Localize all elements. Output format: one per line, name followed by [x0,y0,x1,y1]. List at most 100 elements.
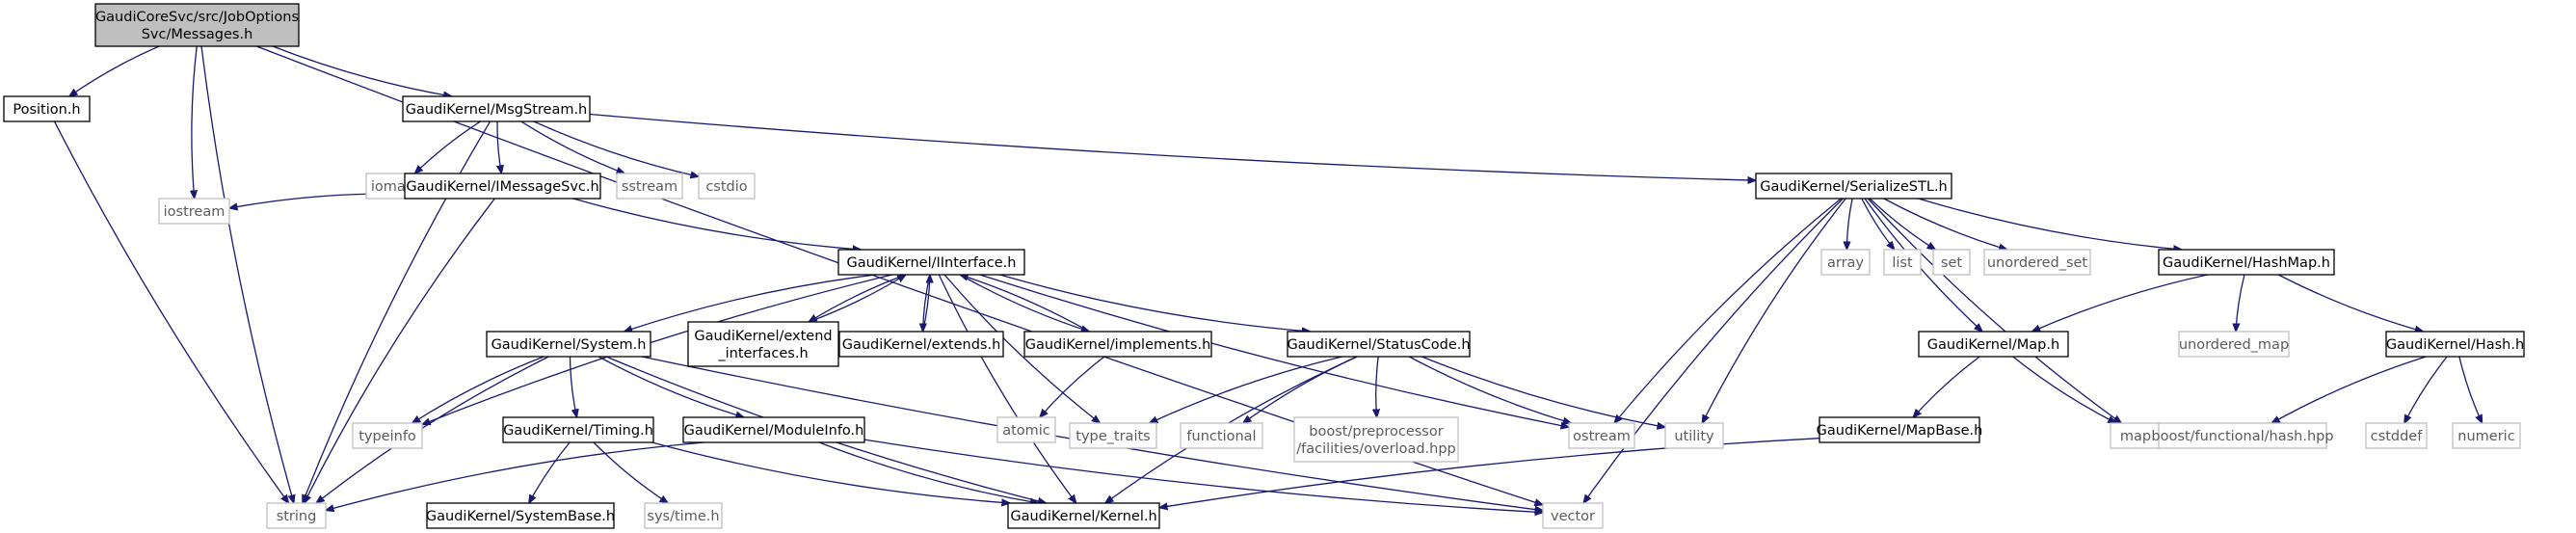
node-label: GaudiKernel/Timing.h [503,423,653,439]
edge-system-to-moduleinfo [598,356,744,417]
edge-msgstream-to-sstream [520,120,624,173]
edge-mapbase-to-kernel [1159,438,1820,508]
node-box [2178,331,2290,358]
node-label: boost/preprocessor [1309,424,1443,440]
edge-moduleinfo-to-string [326,441,704,511]
node-label: functional [1186,429,1256,444]
node-box [1568,422,1635,449]
node-box [1819,416,1980,443]
node-label: GaudiKernel/HashMap.h [2163,255,2330,271]
edge-serializestl-to-hashmap [1918,198,2182,250]
node-imessagesvc[interactable]: GaudiKernel/IMessageSvc.h [404,173,601,200]
node-iinterface[interactable]: GaudiKernel/IInterface.h [837,249,1025,276]
edge-messages-to-position [69,45,160,96]
node-functional: functional [1180,422,1263,449]
node-kernel[interactable]: GaudiKernel/Kernel.h [1007,502,1160,529]
node-box [426,502,615,529]
node-moduleinfo[interactable]: GaudiKernel/ModuleInfo.h [682,416,865,443]
node-label: GaudiKernel/MapBase.h [1817,423,1983,439]
node-label: iostream [164,204,226,220]
node-box [158,198,230,225]
node-box [1664,422,1724,449]
node-label: unordered_set [1987,255,2088,271]
node-label: GaudiKernel/Map.h [1927,337,2059,353]
node-timing[interactable]: GaudiKernel/Timing.h [502,416,654,443]
node-box [1069,422,1157,449]
edge-iinterface-to-extend-interfaces [809,274,907,322]
edge-hashmap-to-unordered-map [2236,274,2245,332]
edge-serializestl-to-array [1846,198,1853,250]
node-label: boost/functional/hash.hpp [2151,429,2333,444]
node-box [2158,422,2327,449]
node-box [682,416,865,443]
node-statuscode[interactable]: GaudiKernel/StatusCode.h [1287,331,1471,358]
node-box [687,321,839,367]
node-label: GaudiKernel/System.h [491,337,647,353]
node-mapfile[interactable]: GaudiKernel/Map.h [1918,331,2069,358]
node-label: numeric [2457,429,2514,444]
node-box [838,331,1004,358]
node-label: GaudiKernel/SerializeSTL.h [1760,179,1948,195]
node-label: GaudiKernel/MsgStream.h [406,102,588,118]
edge-moduleinfo-to-kernel [818,441,1039,503]
node-label: GaudiKernel/implements.h [1025,337,1211,353]
node-label: sstream [622,179,677,195]
edge-msgstream-to-string [303,120,491,503]
node-box [2110,422,2162,449]
edge-imessagesvc-to-string [305,198,495,503]
node-box [698,173,756,200]
edge-statuscode-to-type-traits [1150,356,1342,423]
node-extend-interfaces[interactable]: GaudiKernel/extend_interfaces.h [687,321,839,367]
node-label: unordered_map [2179,337,2289,353]
node-unordered-set: unordered_set [1983,249,2091,276]
node-box [1287,331,1471,358]
edge-system-to-typeinfo [412,356,544,423]
node-box [2385,331,2525,358]
node-overload: boost/preprocessor/facilities/overload.h… [1293,416,1459,463]
node-ostream: ostream [1568,422,1635,449]
edge-iinterface-to-ostream [979,274,1569,427]
node-label: string [277,509,317,524]
edge-mapfile-to-map [2012,356,2116,423]
edge-timing-to-systembase [529,441,571,503]
node-systembase[interactable]: GaudiKernel/SystemBase.h [426,502,615,529]
node-position[interactable]: Position.h [3,95,91,122]
edge-iinterface-to-statuscode [999,274,1311,332]
edge-moduleinfo-to-vector [863,439,1543,513]
node-label: vector [1551,509,1595,524]
node-atomic: atomic [996,416,1056,443]
node-system[interactable]: GaudiKernel/System.h [486,331,651,358]
edge-iinterface-to-system [624,274,876,332]
node-box [402,95,591,122]
edge-extends-to-iinterface [921,275,930,333]
node-box [1918,331,2069,358]
node-mapbase[interactable]: GaudiKernel/MapBase.h [1817,416,1983,443]
edge-mapfile-to-mapbase [1913,356,1980,417]
node-extends[interactable]: GaudiKernel/extends.h [838,331,1004,358]
node-box [616,173,683,200]
node-hash[interactable]: GaudiKernel/Hash.h [2385,331,2525,358]
node-label: Position.h [13,102,80,118]
edge-serializestl-to-vector [1583,198,1844,503]
edge-hash-to-cstddef [2404,356,2448,423]
node-label: /facilities/overload.hpp [1296,441,1456,457]
node-boosthash: boost/functional/hash.hpp [2151,422,2334,449]
edge-iinterface-to-typeinfo [422,274,892,425]
node-label: GaudiCoreSvc/src/JobOptions [95,10,299,25]
edge-statuscode-to-utility [1421,356,1665,427]
edge-statuscode-to-ostream [1408,356,1571,423]
node-messages[interactable]: GaudiCoreSvc/src/JobOptionsSvc/Messages.… [94,3,300,47]
node-implements[interactable]: GaudiKernel/implements.h [1023,331,1212,358]
node-label: atomic [1002,423,1050,439]
edge-implements-to-iinterface [960,275,1090,333]
node-serializestl[interactable]: GaudiKernel/SerializeSTL.h [1755,173,1952,200]
node-label: sys/time.h [647,509,719,524]
edge-system-to-string [316,356,549,503]
edge-serializestl-to-unordered-set [1883,198,2007,250]
node-label: type_traits [1076,429,1150,444]
node-label: GaudiKernel/StatusCode.h [1287,337,1470,353]
node-msgstream[interactable]: GaudiKernel/MsgStream.h [402,95,591,122]
node-hashmap[interactable]: GaudiKernel/HashMap.h [2158,249,2335,276]
edge-hash-to-boosthash [2271,356,2427,423]
